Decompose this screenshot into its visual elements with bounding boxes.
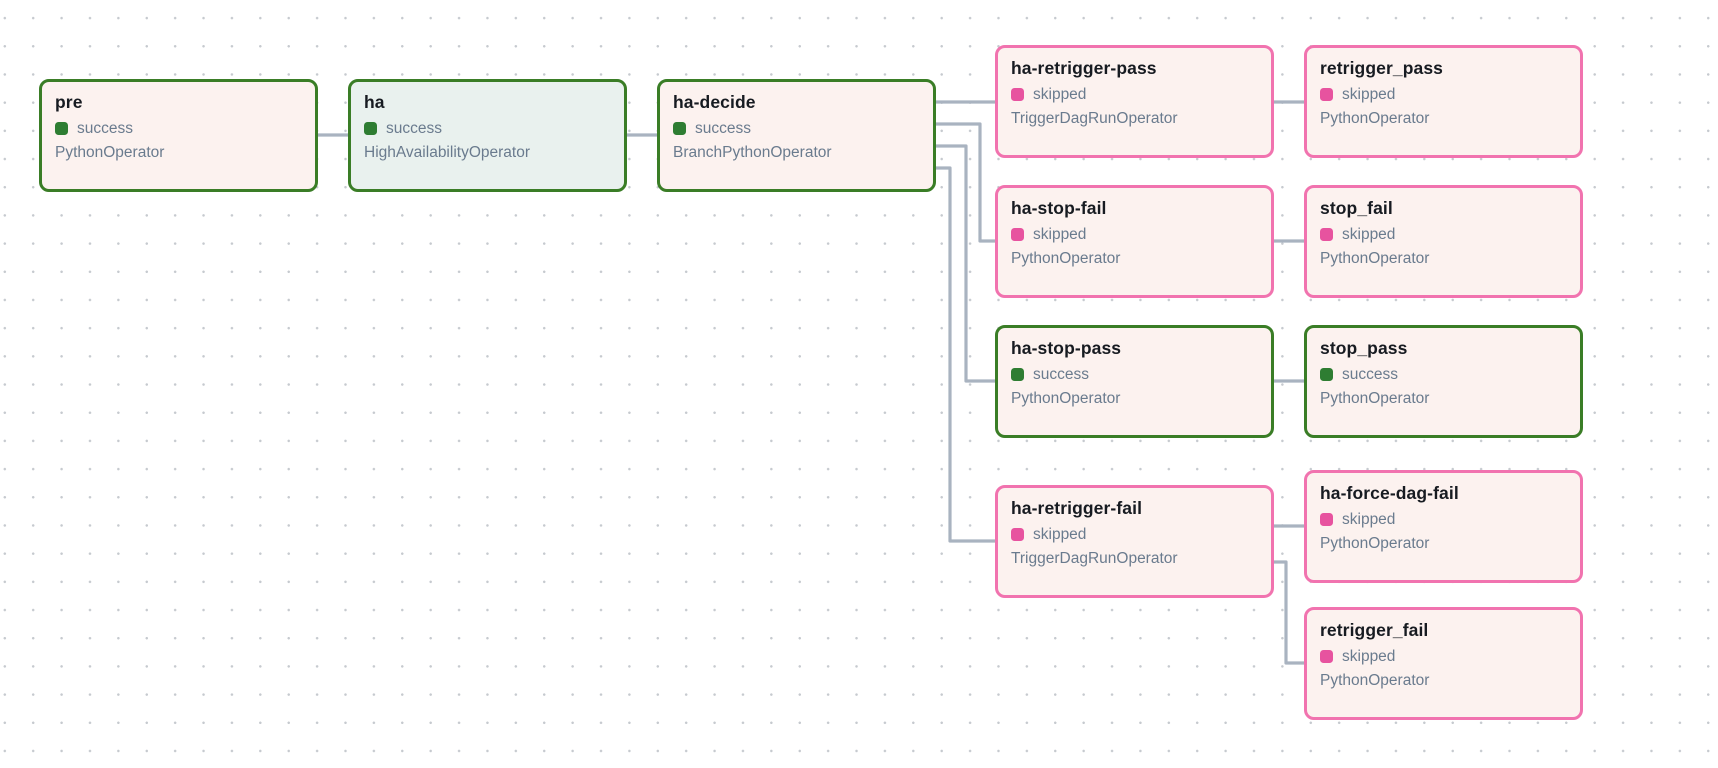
status-square-icon — [1011, 368, 1024, 381]
task-operator-label: BranchPythonOperator — [673, 144, 832, 161]
task-title: ha-retrigger-pass — [1011, 58, 1157, 78]
edge-ha-decide-to-ha-stop-fail — [936, 122, 995, 243]
task-state-label: success — [386, 120, 442, 137]
status-square-icon — [1011, 528, 1024, 541]
task-node-stop_fail[interactable]: stop_fail skipped PythonOperator — [1304, 185, 1583, 298]
task-title: ha-stop-pass — [1011, 338, 1122, 358]
task-node-ha-stop-pass[interactable]: ha-stop-pass success PythonOperator — [995, 325, 1274, 438]
task-state-label: success — [695, 120, 751, 137]
status-square-icon — [1320, 650, 1333, 663]
task-title: ha-force-dag-fail — [1320, 483, 1459, 503]
task-node-ha-retrigger-pass[interactable]: ha-retrigger-pass skipped TriggerDagRunO… — [995, 45, 1274, 158]
task-title: stop_pass — [1320, 338, 1408, 358]
task-operator-label: HighAvailabilityOperator — [364, 144, 530, 161]
task-state-label: skipped — [1033, 86, 1087, 103]
task-title: ha-stop-fail — [1011, 198, 1107, 218]
task-status-row: skipped — [1320, 84, 1567, 105]
task-status-row: success — [364, 118, 611, 139]
task-status-row: success — [1011, 364, 1258, 385]
task-state-label: skipped — [1342, 648, 1396, 665]
task-status-row: skipped — [1011, 224, 1258, 245]
edge-ha-decide-to-ha-retrigger-fail — [936, 166, 995, 543]
status-square-icon — [1320, 513, 1333, 526]
task-operator-label: PythonOperator — [1320, 110, 1430, 127]
task-status-row: skipped — [1320, 224, 1567, 245]
task-operator-label: PythonOperator — [1011, 390, 1121, 407]
task-state-label: success — [1342, 366, 1398, 383]
task-operator-label: TriggerDagRunOperator — [1011, 110, 1178, 127]
task-title: ha-decide — [673, 92, 756, 112]
task-title: retrigger_fail — [1320, 620, 1429, 640]
edge-ha-decide-to-ha-stop-pass — [936, 144, 995, 383]
task-node-ha-stop-fail[interactable]: ha-stop-fail skipped PythonOperator — [995, 185, 1274, 298]
task-status-row: skipped — [1320, 509, 1567, 530]
edge-ha-retrigger-fail-to-retrigger_fail — [1274, 560, 1304, 665]
task-node-ha-force-dag-fail[interactable]: ha-force-dag-fail skipped PythonOperator — [1304, 470, 1583, 583]
task-status-row: skipped — [1011, 524, 1258, 545]
task-title: retrigger_pass — [1320, 58, 1443, 78]
status-square-icon — [1320, 228, 1333, 241]
task-operator-label: PythonOperator — [1320, 672, 1430, 689]
task-title: pre — [55, 92, 83, 112]
task-status-row: skipped — [1320, 646, 1567, 667]
task-operator-label: TriggerDagRunOperator — [1011, 550, 1178, 567]
status-square-icon — [673, 122, 686, 135]
task-node-pre[interactable]: pre success PythonOperator — [39, 79, 318, 192]
task-state-label: skipped — [1342, 86, 1396, 103]
task-status-row: skipped — [1011, 84, 1258, 105]
task-title: ha-retrigger-fail — [1011, 498, 1143, 518]
status-square-icon — [1320, 88, 1333, 101]
task-operator-label: PythonOperator — [1320, 250, 1430, 267]
task-title: ha — [364, 92, 385, 112]
task-node-ha-decide[interactable]: ha-decide success BranchPythonOperator — [657, 79, 936, 192]
status-square-icon — [55, 122, 68, 135]
task-operator-label: PythonOperator — [1320, 535, 1430, 552]
task-node-stop_pass[interactable]: stop_pass success PythonOperator — [1304, 325, 1583, 438]
task-status-row: success — [55, 118, 302, 139]
task-operator-label: PythonOperator — [1011, 250, 1121, 267]
task-operator-label: PythonOperator — [55, 144, 165, 161]
status-square-icon — [1320, 368, 1333, 381]
task-state-label: success — [77, 120, 133, 137]
task-title: stop_fail — [1320, 198, 1393, 218]
task-status-row: success — [1320, 364, 1567, 385]
task-state-label: skipped — [1342, 226, 1396, 243]
task-node-retrigger_pass[interactable]: retrigger_pass skipped PythonOperator — [1304, 45, 1583, 158]
task-node-ha[interactable]: ha success HighAvailabilityOperator — [348, 79, 627, 192]
task-operator-label: PythonOperator — [1320, 390, 1430, 407]
task-state-label: skipped — [1033, 526, 1087, 543]
task-node-ha-retrigger-fail[interactable]: ha-retrigger-fail skipped TriggerDagRunO… — [995, 485, 1274, 598]
status-square-icon — [1011, 228, 1024, 241]
status-square-icon — [364, 122, 377, 135]
task-state-label: skipped — [1033, 226, 1087, 243]
task-status-row: success — [673, 118, 920, 139]
status-square-icon — [1011, 88, 1024, 101]
task-state-label: success — [1033, 366, 1089, 383]
task-state-label: skipped — [1342, 511, 1396, 528]
task-node-retrigger_fail[interactable]: retrigger_fail skipped PythonOperator — [1304, 607, 1583, 720]
